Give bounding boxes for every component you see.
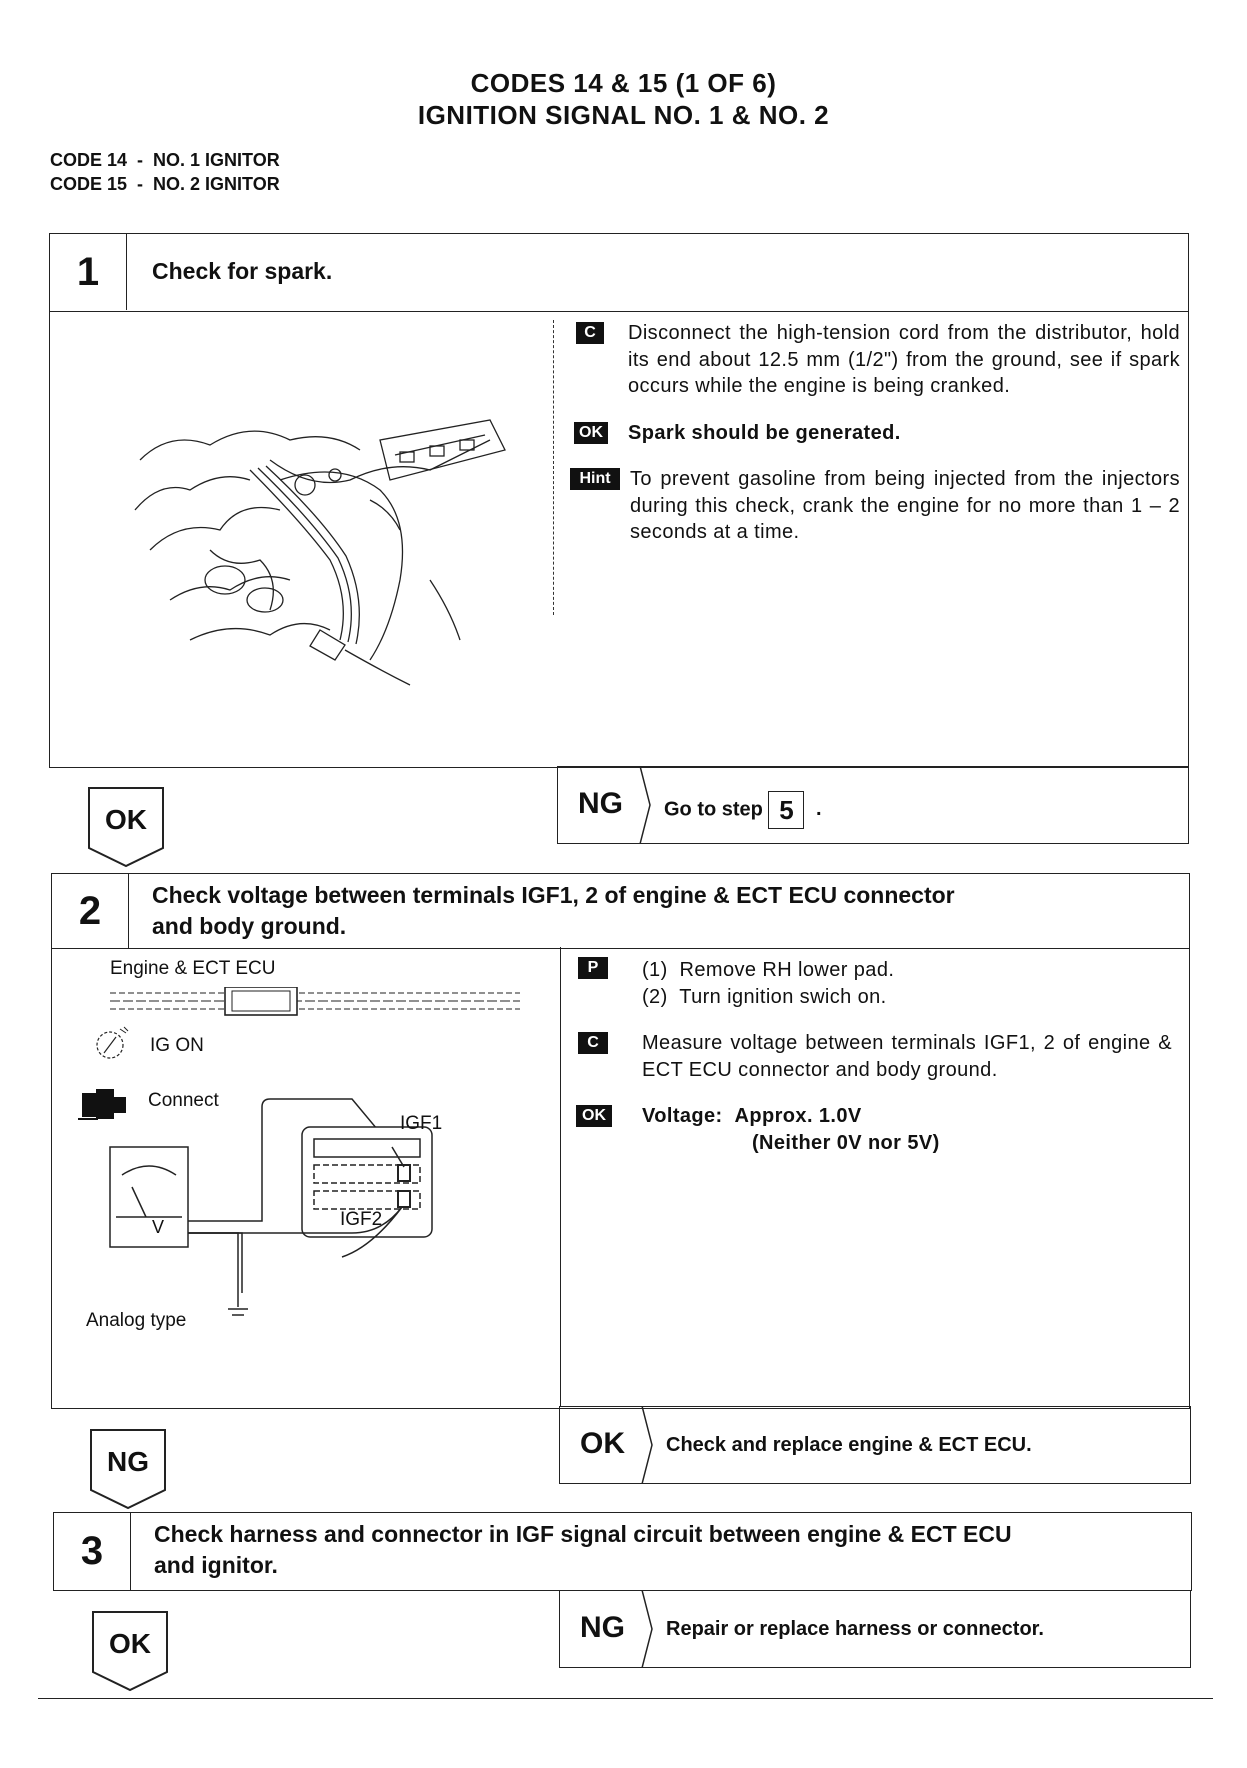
step2-title-line2: and body ground.	[152, 913, 347, 939]
step1-divider	[553, 320, 554, 615]
step3-header: 3 Check harness and connector in IGF sig…	[53, 1512, 1192, 1591]
step2-ok-text: Check and replace engine & ECT ECU.	[666, 1434, 1032, 1456]
connect-label: Connect	[148, 1090, 219, 1111]
step2-header: 2 Check voltage between terminals IGF1, …	[51, 873, 1190, 949]
step1-header: 1 Check for spark.	[49, 233, 1189, 312]
igf1-label: IGF1	[400, 1113, 443, 1134]
analog-type-label: Analog type	[86, 1310, 187, 1331]
step3-title-line1: Check harness and connector in IGF signa…	[154, 1521, 1012, 1547]
step1-hint-text: To prevent gasoline from being injected …	[630, 468, 1180, 543]
step1-ng-text: Go to step 5 .	[664, 791, 822, 829]
step2-ok-item: OK Voltage: Approx. 1.0V (Neither 0V nor…	[572, 1103, 1172, 1156]
code-line-14: CODE 14 - NO. 1 IGNITOR	[50, 150, 280, 170]
page-title-line1: CODES 14 & 15 (1 OF 6)	[470, 68, 777, 98]
step2-instructions: P (1) Remove RH lower pad. (2) Turn igni…	[572, 957, 1172, 1156]
step1-ok-item: OK Spark should be generated.	[570, 420, 1180, 447]
ignition-key-icon	[96, 1026, 129, 1059]
c-tag: C	[576, 322, 604, 344]
step1-ng-label: NG	[578, 787, 623, 820]
step2-ok-label: OK	[580, 1427, 625, 1460]
step2-p-item-2: (2) Turn ignition swich on.	[642, 985, 887, 1008]
step2-ok-result: OK Check and replace engine & ECT ECU.	[559, 1406, 1191, 1484]
igf2-label: IGF2	[340, 1209, 383, 1230]
footer-rule	[38, 1698, 1213, 1699]
step3-ok-arrow: OK	[91, 1610, 169, 1692]
ok-tag: OK	[574, 421, 608, 444]
voltmeter-wiring-diagram	[109, 1098, 433, 1316]
step2-p-item: P (1) Remove RH lower pad. (2) Turn igni…	[572, 957, 1172, 1010]
step1-c-text: Disconnect the high-tension cord from th…	[628, 322, 1180, 397]
c-tag: C	[578, 1032, 608, 1054]
step2-p-item-1: (1) Remove RH lower pad.	[642, 959, 895, 981]
step1-ng-result: NG Go to step 5 .	[557, 766, 1189, 844]
step2-c-text: Measure voltage between terminals IGF1, …	[642, 1032, 1172, 1081]
step1-ok-arrow: OK	[87, 786, 165, 868]
engine-illustration	[134, 419, 506, 686]
step3-ng-label: NG	[580, 1611, 625, 1644]
step1-number: 1	[50, 234, 127, 310]
goto-step-ref[interactable]: 5	[768, 791, 805, 829]
ecu-connector-strip	[110, 987, 520, 1016]
step3-ng-text: Repair or replace harness or connector.	[666, 1618, 1044, 1640]
meter-v-label: V	[152, 1217, 165, 1237]
step3-number: 3	[54, 1513, 131, 1590]
step1-c-item: C Disconnect the high-tension cord from …	[570, 320, 1180, 400]
step3-title-line2: and ignitor.	[154, 1552, 278, 1578]
step3-ok-label: OK	[109, 1628, 151, 1659]
code-list: CODE 14 - NO. 1 IGNITOR CODE 15 - NO. 2 …	[50, 148, 280, 196]
step1-hint-item: Hint To prevent gasoline from being inje…	[570, 466, 1180, 546]
step1-title: Check for spark.	[152, 258, 333, 284]
ecu-label: Engine & ECT ECU	[110, 958, 276, 979]
step2-body: Engine & ECT ECU IG ON Connect	[51, 947, 1190, 1409]
step2-divider	[560, 947, 561, 1407]
step3-ng-result: NG Repair or replace harness or connecto…	[559, 1590, 1191, 1668]
step1-ok-text: Spark should be generated.	[628, 421, 901, 444]
step2-ok-line1: Voltage: Approx. 1.0V	[642, 1105, 862, 1127]
ig-on-label: IG ON	[150, 1035, 204, 1056]
step1-instructions: C Disconnect the high-tension cord from …	[570, 320, 1180, 546]
step2-ok-line2: (Neither 0V nor 5V)	[752, 1131, 940, 1154]
step2-ng-label: NG	[107, 1446, 149, 1477]
connect-plug-icon	[78, 1089, 126, 1120]
code-line-15: CODE 15 - NO. 2 IGNITOR	[50, 174, 280, 194]
step1-body: C Disconnect the high-tension cord from …	[49, 310, 1189, 768]
step1-ok-label: OK	[105, 804, 147, 835]
ok-tag: OK	[576, 1105, 612, 1127]
step2-title-line1: Check voltage between terminals IGF1, 2 …	[152, 882, 955, 908]
step2-c-item: C Measure voltage between terminals IGF1…	[572, 1030, 1172, 1083]
hint-tag: Hint	[570, 468, 620, 490]
step2-number: 2	[52, 874, 129, 948]
p-tag: P	[578, 957, 608, 979]
step2-ng-arrow: NG	[89, 1428, 167, 1510]
page-title-line2: IGNITION SIGNAL NO. 1 & NO. 2	[417, 100, 830, 130]
